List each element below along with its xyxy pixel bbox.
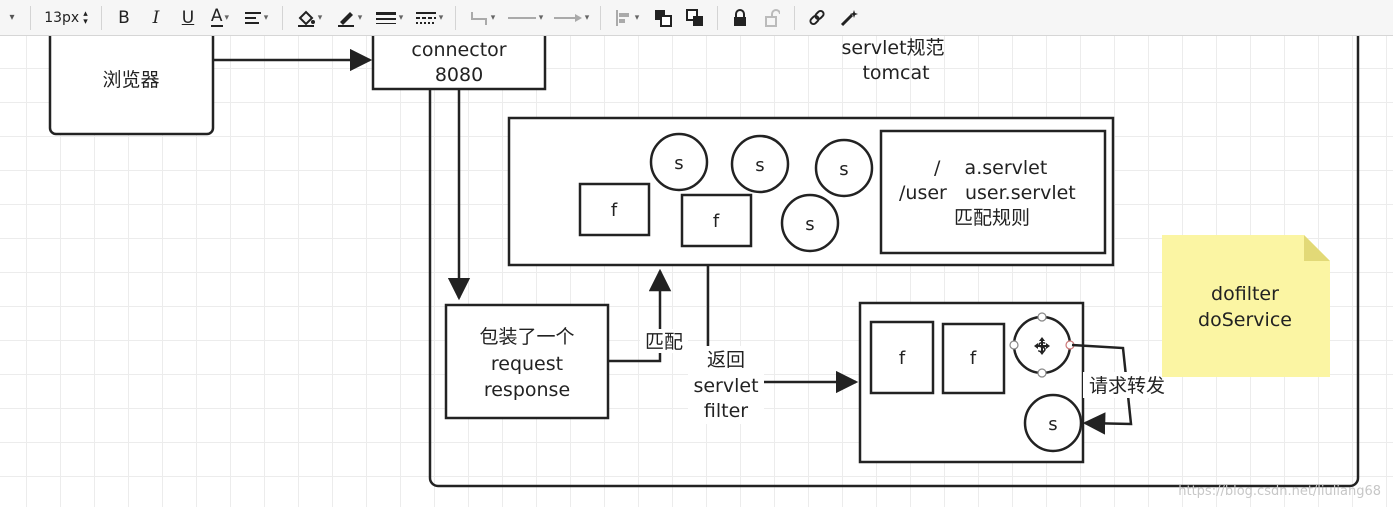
container-label-line2: tomcat	[862, 62, 929, 84]
mapping-rule-line2: /user user.servlet	[899, 182, 1076, 204]
resize-handle-icon[interactable]	[1009, 340, 1019, 350]
toolbar-divider	[101, 5, 102, 30]
to-back-icon[interactable]	[679, 5, 711, 31]
return-label-line3: filter	[704, 400, 748, 422]
wrapper-label-line1: 包装了一个	[479, 326, 574, 348]
chain-filter-node[interactable]	[941, 322, 1006, 395]
to-front-icon[interactable]	[647, 5, 679, 31]
italic-icon[interactable]: I	[152, 7, 160, 28]
servlet-node[interactable]	[730, 134, 790, 194]
servlet-node[interactable]	[780, 193, 840, 253]
return-label-line1: 返回	[707, 349, 745, 371]
servlet-node-label: s	[839, 159, 848, 180]
font-size-select[interactable]: 13px ▴▾	[44, 8, 88, 27]
mapping-rule-line1: / a.servlet	[934, 157, 1047, 179]
wrapper-label-line3: response	[484, 379, 570, 401]
font-size-value: 13px	[44, 9, 80, 26]
filter-node-label: f	[611, 200, 618, 221]
toolbar-divider	[600, 5, 601, 30]
line-style-icon[interactable]: ▾	[415, 11, 444, 24]
filter-node-label: f	[713, 211, 720, 232]
match-arrow[interactable]	[608, 268, 672, 363]
chain-filter-label: f	[970, 348, 977, 369]
container-label-line1: servlet规范	[841, 37, 944, 59]
browser-box[interactable]	[48, 36, 215, 136]
chain-filter-node[interactable]	[869, 320, 935, 395]
lock-icon[interactable]	[724, 5, 756, 31]
unlock-icon[interactable]	[756, 5, 788, 31]
move-cursor-icon	[1034, 337, 1050, 355]
filter-node[interactable]	[578, 182, 651, 237]
servlet-node[interactable]	[814, 138, 874, 198]
servlet-node-label: s	[755, 155, 764, 176]
wrapper-label-line2: request	[491, 353, 563, 375]
chain-servlet-label: s	[1048, 414, 1057, 435]
underline-icon[interactable]: U	[181, 7, 195, 28]
match-label: 匹配	[645, 331, 683, 353]
toolbar-divider	[455, 5, 456, 30]
connector-icon[interactable]: ▾	[462, 5, 502, 31]
line-icon[interactable]: ▾	[507, 12, 544, 23]
diagram-canvas[interactable]: servlet规范 tomcat 浏览器 connector 8080 s s …	[0, 36, 1393, 507]
link-icon[interactable]	[801, 5, 833, 31]
collapse-caret-icon[interactable]: ▾	[9, 12, 15, 23]
match-label-bg	[640, 329, 688, 353]
connector-label-line1: connector	[411, 39, 506, 61]
return-label-line2: servlet	[693, 375, 758, 397]
sticky-note[interactable]	[1162, 235, 1330, 377]
toolbar-divider	[794, 5, 795, 30]
toolbar-divider	[282, 5, 283, 30]
return-label-bg	[688, 346, 764, 424]
bold-icon[interactable]: B	[118, 7, 130, 28]
sticky-note-fold	[1304, 235, 1330, 261]
arrow-icon[interactable]: ▾	[548, 5, 594, 31]
toolbar-divider	[717, 5, 718, 30]
connector-label-line2: 8080	[435, 64, 483, 86]
servlet-node-label: s	[674, 153, 683, 174]
fill-color-icon[interactable]: ▾	[289, 5, 329, 31]
watermark: https://blog.csdn.net/liuliang68	[1178, 484, 1381, 499]
align-icon[interactable]: ▾	[244, 11, 269, 24]
mapping-rules-box[interactable]	[879, 129, 1107, 255]
forward-label: 请求转发	[1089, 375, 1165, 397]
diagram: servlet规范 tomcat 浏览器 connector 8080 s s …	[48, 36, 1360, 488]
tomcat-container[interactable]	[428, 36, 1360, 488]
servlet-node-label: s	[805, 214, 814, 235]
note-line2: doService	[1198, 309, 1292, 331]
mapping-rule-line3: 匹配规则	[954, 207, 1030, 229]
magic-icon[interactable]	[833, 5, 865, 31]
note-line1: dofilter	[1211, 283, 1279, 305]
toolbar: ▾ 13px ▴▾ B I U A▾ ▾ ▾ ▾ ▾ ▾ ▾ ▾ ▾ ▾	[0, 0, 1393, 36]
servlet-node[interactable]	[649, 132, 709, 192]
filter-node[interactable]	[680, 193, 753, 248]
toolbar-divider	[30, 5, 31, 30]
request-wrapper-box[interactable]	[444, 303, 610, 420]
resize-handle-icon[interactable]	[1037, 312, 1047, 322]
forward-label-bg	[1083, 372, 1171, 398]
browser-label: 浏览器	[102, 69, 159, 91]
align-left-icon[interactable]: ▾	[607, 5, 647, 31]
line-color-icon[interactable]: ▾	[329, 5, 369, 31]
chain-filter-label: f	[899, 348, 906, 369]
resize-handle-icon[interactable]	[1037, 368, 1047, 378]
line-width-icon[interactable]: ▾	[369, 5, 409, 31]
font-color-icon[interactable]: A▾	[210, 6, 230, 27]
chain-servlet-node[interactable]	[1023, 393, 1083, 453]
